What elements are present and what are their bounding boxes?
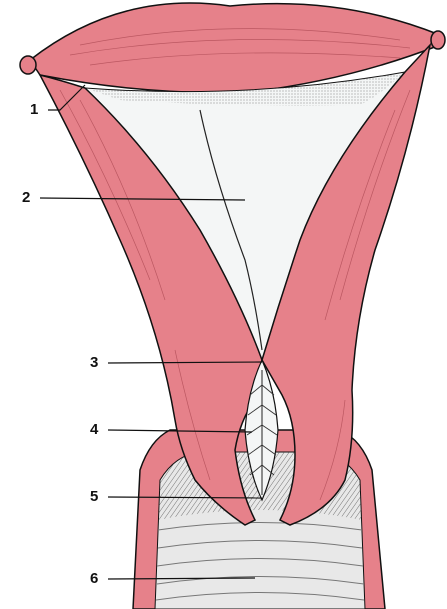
label-1: 1 bbox=[30, 102, 38, 117]
label-2: 2 bbox=[22, 190, 30, 205]
label-3: 3 bbox=[90, 355, 98, 370]
label-4: 4 bbox=[90, 422, 98, 437]
label-5: 5 bbox=[90, 489, 98, 504]
label-6: 6 bbox=[90, 571, 98, 586]
